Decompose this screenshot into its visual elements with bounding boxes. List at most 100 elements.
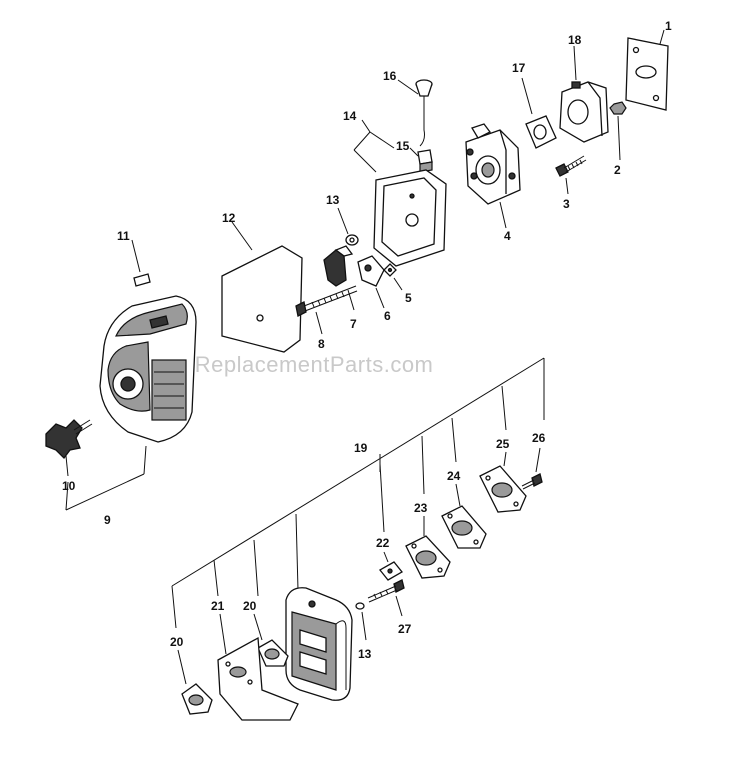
leader-3 bbox=[565, 177, 569, 195]
label-17: 17 bbox=[512, 61, 526, 75]
leader-26 bbox=[535, 447, 541, 473]
label-8: 8 bbox=[318, 337, 325, 351]
part-7-bracket bbox=[323, 245, 354, 287]
leader-1 bbox=[659, 29, 665, 45]
part-24-plate bbox=[441, 505, 487, 549]
leader-14-a bbox=[353, 131, 371, 151]
part-3-bolt bbox=[555, 155, 587, 177]
leader-23-drop bbox=[421, 435, 425, 495]
part-8-bolt bbox=[295, 285, 358, 317]
label-20a: 20 bbox=[170, 635, 184, 649]
leader-22 bbox=[383, 551, 389, 563]
part-2-nut bbox=[609, 101, 627, 115]
leader-9-c bbox=[65, 481, 69, 511]
leader-18 bbox=[573, 45, 577, 81]
leader-16 bbox=[397, 79, 419, 95]
label-6: 6 bbox=[384, 309, 391, 323]
part-21-heat-shield bbox=[217, 636, 299, 721]
part-20a-gasket bbox=[181, 683, 213, 715]
part-13a-washer bbox=[345, 234, 359, 246]
leader-25 bbox=[503, 451, 507, 467]
label-4: 4 bbox=[504, 229, 511, 243]
leader-9-b bbox=[143, 445, 147, 475]
leader-24-drop bbox=[451, 417, 457, 463]
part-6-lever bbox=[357, 255, 385, 287]
label-19: 19 bbox=[354, 441, 368, 455]
part-18-insulator bbox=[559, 81, 609, 143]
label-9: 9 bbox=[104, 513, 111, 527]
part-17-gasket bbox=[525, 115, 557, 149]
part-12-air-filter bbox=[221, 245, 303, 353]
part-26-screw bbox=[521, 473, 543, 490]
label-25: 25 bbox=[496, 437, 510, 451]
part-10-knob bbox=[45, 419, 93, 459]
leader-21-drop bbox=[213, 559, 219, 597]
part-20b-gasket bbox=[257, 639, 289, 667]
leader-22-drop bbox=[379, 463, 385, 533]
leader-14-d bbox=[361, 119, 371, 133]
part-14-air-cleaner-case bbox=[373, 169, 447, 267]
part-1-gasket bbox=[625, 37, 669, 111]
label-7: 7 bbox=[350, 317, 357, 331]
leader-11 bbox=[131, 239, 141, 273]
leader-muffler-drop bbox=[295, 513, 299, 591]
label-11: 11 bbox=[117, 229, 130, 243]
part-5-washer bbox=[383, 263, 397, 277]
label-1: 1 bbox=[665, 19, 672, 33]
label-2: 2 bbox=[614, 163, 621, 177]
leader-2 bbox=[617, 115, 621, 161]
label-23: 23 bbox=[414, 501, 428, 515]
leader-20a bbox=[177, 649, 187, 685]
leader-20b-drop bbox=[253, 539, 259, 597]
label-10: 10 bbox=[62, 479, 76, 493]
leader-14-c bbox=[353, 149, 377, 173]
leader-14-b bbox=[369, 131, 395, 149]
leader-13a bbox=[337, 207, 349, 235]
leader-20a-drop bbox=[171, 585, 177, 629]
part-15-grommet bbox=[417, 149, 433, 173]
label-16: 16 bbox=[383, 69, 397, 83]
label-13a: 13 bbox=[326, 193, 340, 207]
part-13b-washer bbox=[355, 602, 365, 610]
leader-27 bbox=[395, 595, 403, 617]
leader-13b bbox=[361, 611, 367, 641]
leader-5 bbox=[393, 277, 403, 291]
label-26: 26 bbox=[532, 431, 546, 445]
label-18: 18 bbox=[568, 33, 582, 47]
leader-24 bbox=[455, 483, 461, 507]
label-5: 5 bbox=[405, 291, 412, 305]
part-16-choke-knob bbox=[415, 79, 433, 147]
label-22: 22 bbox=[376, 536, 390, 550]
leader-10 bbox=[65, 455, 69, 477]
leader-6 bbox=[375, 287, 385, 309]
label-12: 12 bbox=[222, 211, 236, 225]
leader-25-drop bbox=[501, 385, 507, 431]
part-11-label bbox=[133, 273, 151, 287]
leader-21 bbox=[219, 613, 227, 655]
label-14: 14 bbox=[343, 109, 357, 123]
part-27-screw bbox=[367, 579, 405, 603]
part-23-gasket bbox=[405, 535, 451, 579]
part-4-carburetor bbox=[465, 123, 521, 205]
leader-20b bbox=[253, 613, 263, 641]
label-3: 3 bbox=[563, 197, 570, 211]
part-25-gasket bbox=[479, 465, 527, 513]
label-24: 24 bbox=[447, 469, 461, 483]
watermark-text: eReplacementParts.com bbox=[182, 352, 433, 377]
leader-17 bbox=[521, 77, 533, 115]
label-13b: 13 bbox=[358, 647, 372, 661]
part-22-arrestor bbox=[379, 561, 403, 581]
leader-19-main bbox=[171, 357, 545, 587]
label-15: 15 bbox=[396, 139, 410, 153]
leader-12 bbox=[231, 221, 253, 251]
leader-8 bbox=[315, 311, 323, 335]
leader-7 bbox=[347, 289, 355, 311]
part-muffler bbox=[285, 587, 353, 701]
part-9-cover bbox=[99, 295, 197, 443]
label-21: 21 bbox=[211, 599, 225, 613]
label-20b: 20 bbox=[243, 599, 257, 613]
leader-9-a bbox=[65, 473, 145, 511]
leader-15 bbox=[409, 147, 419, 157]
